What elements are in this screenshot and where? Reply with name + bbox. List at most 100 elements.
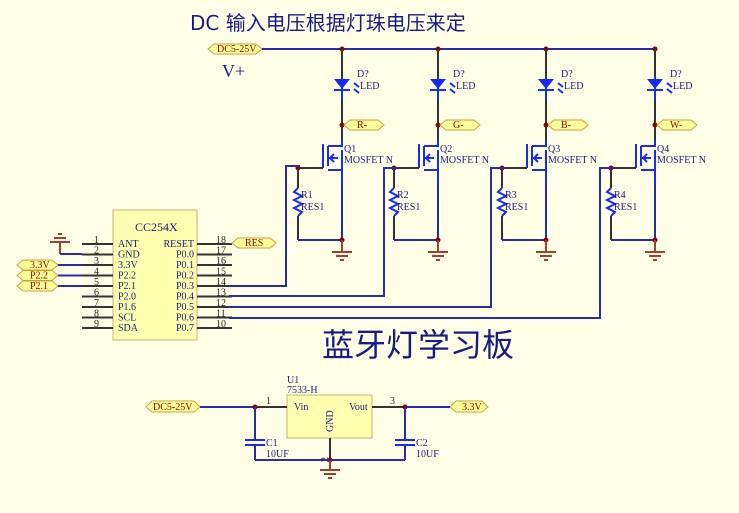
u1-pin3: 3 bbox=[390, 396, 395, 407]
c1-ref: C1 bbox=[266, 438, 278, 449]
mosfet-ref: Q3 bbox=[548, 144, 560, 155]
resistor-value: RES1 bbox=[301, 202, 324, 213]
led-ref: D? bbox=[561, 69, 573, 80]
resistor-value: RES1 bbox=[505, 202, 528, 213]
led-diode[interactable]: D?LED bbox=[334, 69, 379, 100]
reset-port[interactable]: RES bbox=[231, 237, 277, 249]
mcu-port-P2.2[interactable]: P2.2 bbox=[16, 270, 82, 282]
pin-number: 8 bbox=[94, 309, 99, 320]
mosfet-value: MOSFET N bbox=[548, 155, 597, 166]
pin-number: 18 bbox=[216, 235, 226, 246]
net-port-label: B- bbox=[561, 120, 571, 131]
regulator-u1[interactable]: U1 7533-H Vin Vout GND bbox=[286, 375, 373, 439]
mcu-cc254x[interactable]: CC254X bbox=[112, 209, 198, 341]
led-value: LED bbox=[360, 81, 379, 92]
pin-number: 13 bbox=[216, 288, 226, 299]
u1-value: 7533-H bbox=[287, 385, 318, 396]
net-port-label: R- bbox=[357, 120, 367, 131]
resistor-ref: R4 bbox=[614, 190, 626, 201]
mcu-pin-SCL: 8 SCL bbox=[82, 309, 136, 324]
gate-wire-q3 bbox=[229, 167, 505, 308]
mcu-pin-3.3V: 3 3.3V bbox=[82, 256, 139, 271]
pin-number: 16 bbox=[216, 256, 226, 267]
c2-val: 10UF bbox=[416, 449, 439, 460]
mcu-name: CC254X bbox=[135, 220, 178, 234]
led-diode[interactable]: D?LED bbox=[647, 69, 692, 100]
reg-in-port[interactable]: DC5-25V bbox=[145, 400, 201, 413]
led-value: LED bbox=[564, 81, 583, 92]
port-label: 3.3V bbox=[30, 260, 51, 271]
reg-out-port-label: 3.3V bbox=[462, 402, 483, 413]
mcu-port-3.3V[interactable]: 3.3V bbox=[16, 259, 82, 271]
pin-name: P0.4 bbox=[176, 292, 194, 303]
ground-symbol bbox=[645, 240, 665, 261]
resistor-ref: R1 bbox=[301, 190, 313, 201]
led-diode[interactable]: D?LED bbox=[430, 69, 475, 100]
pin-name: SCL bbox=[118, 313, 136, 324]
capacitor-c2[interactable]: C2 10UF bbox=[395, 407, 439, 460]
schematic-title: DC 输入电压根据灯珠电压来定 bbox=[190, 11, 466, 35]
pin-name: P2.1 bbox=[118, 281, 136, 292]
pin-name: P2.0 bbox=[118, 292, 136, 303]
pin-number: 2 bbox=[94, 246, 99, 257]
pin-name: RESET bbox=[163, 239, 194, 250]
pin-number: 17 bbox=[216, 246, 226, 257]
led-diode[interactable]: D?LED bbox=[538, 69, 583, 100]
pin-number: 1 bbox=[94, 235, 99, 246]
mcu-pin-ANT: 1 ANT bbox=[82, 235, 139, 250]
reg-out-port[interactable]: 3.3V bbox=[449, 400, 489, 413]
mcu-pin-P0.4: 13 P0.4 bbox=[176, 288, 232, 303]
mosfet-value: MOSFET N bbox=[440, 155, 489, 166]
pin-name: P1.6 bbox=[118, 302, 136, 313]
pin-name: 3.3V bbox=[118, 260, 139, 271]
pin-name: GND bbox=[118, 250, 140, 261]
port-label: P2.2 bbox=[30, 271, 48, 282]
resistor-value: RES1 bbox=[614, 202, 637, 213]
board-name: 蓝牙灯学习板 bbox=[322, 326, 514, 364]
pin-number: 3 bbox=[94, 256, 99, 267]
pin-number: 15 bbox=[216, 267, 226, 278]
pin-number: 10 bbox=[216, 319, 226, 330]
u1-pin1: 1 bbox=[266, 396, 271, 407]
pin-number: 4 bbox=[94, 267, 99, 278]
mcu-pin-GND: 2 GND bbox=[82, 246, 140, 261]
capacitor-c1[interactable]: C1 10UF bbox=[245, 407, 289, 460]
net-port-W-[interactable]: W- bbox=[656, 119, 698, 131]
net-port-R-[interactable]: R- bbox=[343, 119, 385, 131]
u1-gnd: GND bbox=[325, 410, 336, 432]
pin-number: 12 bbox=[216, 298, 226, 309]
net-port-label: W- bbox=[670, 120, 682, 131]
u1-ref: U1 bbox=[287, 375, 299, 386]
c2-ref: C2 bbox=[416, 438, 428, 449]
pin-name: SDA bbox=[118, 323, 139, 334]
net-port-B-[interactable]: B- bbox=[547, 119, 589, 131]
ground-symbol bbox=[332, 240, 352, 261]
ground-symbol bbox=[536, 240, 556, 261]
net-port-G-[interactable]: G- bbox=[439, 119, 481, 131]
supply-port[interactable]: DC5-25V bbox=[207, 43, 263, 55]
reset-port-label: RES bbox=[245, 238, 263, 249]
u1-vin: Vin bbox=[294, 402, 308, 413]
pin-number: 5 bbox=[94, 277, 99, 288]
pin-number: 7 bbox=[94, 298, 99, 309]
mcu-port-P2.1[interactable]: P2.1 bbox=[16, 280, 82, 292]
pin-name: ANT bbox=[118, 239, 139, 250]
